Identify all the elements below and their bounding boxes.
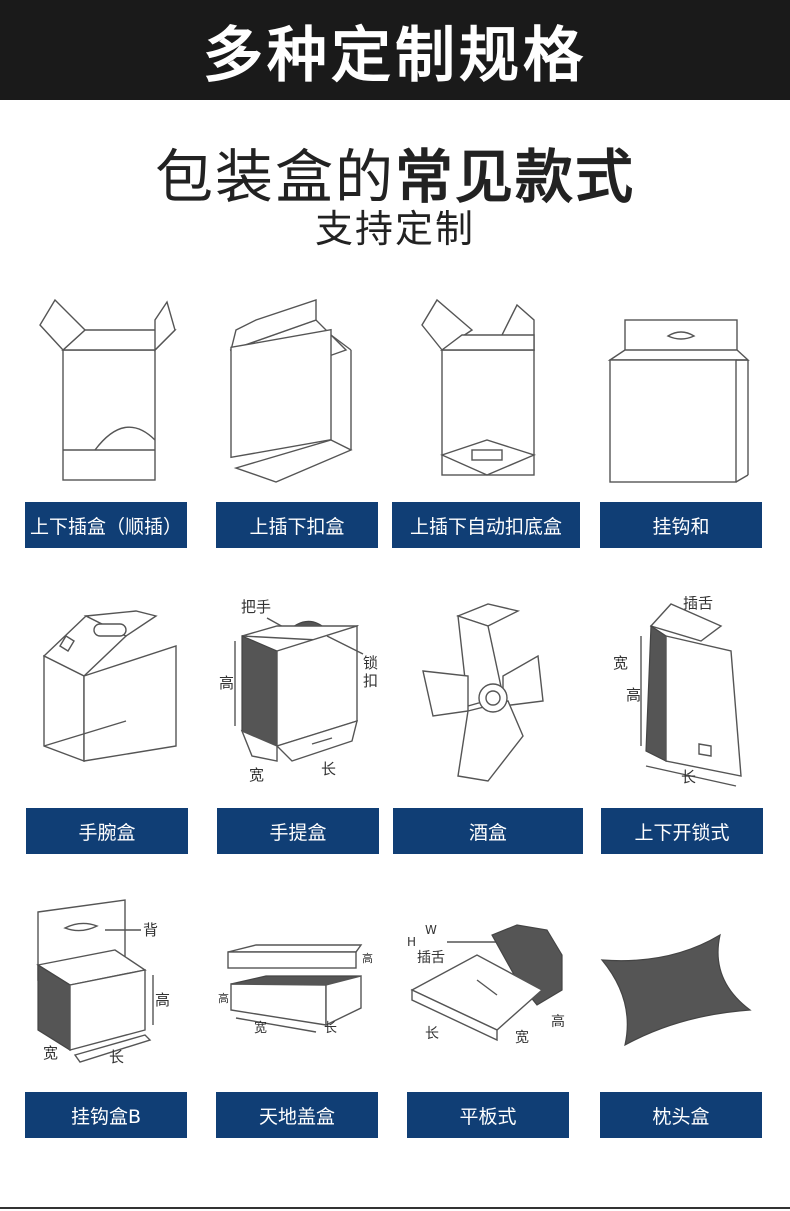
tongue-annotation: 插舌 xyxy=(417,950,445,966)
box-label: 上插下扣盒 xyxy=(216,502,378,548)
length-annotation: 长 xyxy=(324,1021,337,1036)
hanger-box-icon xyxy=(600,290,762,490)
height-annotation: 高 xyxy=(626,686,641,704)
box-label: 上下插盒（顺插） xyxy=(25,502,187,548)
box-label: 平板式 xyxy=(407,1092,569,1138)
length-annotation: 长 xyxy=(109,1048,124,1066)
w-annotation: W xyxy=(425,923,437,937)
lock-annotation: 锁 xyxy=(363,654,378,672)
box-label: 天地盖盒 xyxy=(216,1092,378,1138)
height-annotation: 高 xyxy=(155,991,170,1009)
tuck-end-box-icon xyxy=(25,290,187,490)
heading-bold: 常见款式 xyxy=(395,143,636,211)
flat-box-icon: W H 插舌 长 宽 高 xyxy=(407,890,569,1090)
height-annotation: 高 xyxy=(219,674,234,692)
pillow-box-icon xyxy=(600,890,762,1090)
width-annotation: 宽 xyxy=(254,1020,267,1036)
length-annotation: 长 xyxy=(681,768,696,786)
tongue-annotation: 插舌 xyxy=(683,596,713,612)
header-banner: 多种定制规格 xyxy=(0,0,790,100)
buckle-annotation: 扣 xyxy=(363,672,378,690)
box-label: 手腕盒 xyxy=(26,808,188,854)
box-label: 上下开锁式 xyxy=(601,808,763,854)
carry-box-icon: 把手 锁 扣 高 宽 长 xyxy=(217,596,379,796)
wine-box-icon xyxy=(393,596,555,796)
banner-title: 多种定制规格 xyxy=(203,20,587,91)
height-annotation: 高 xyxy=(551,1013,565,1030)
handle-gable-box-icon xyxy=(26,596,188,796)
box-label: 上插下自动扣底盒 xyxy=(392,502,580,548)
box-label: 枕头盒 xyxy=(600,1092,762,1138)
lid-base-box-icon: 高 高 宽 长 xyxy=(216,890,378,1090)
handle-annotation: 把手 xyxy=(241,598,271,616)
width-annotation: 宽 xyxy=(613,654,628,672)
length-annotation: 长 xyxy=(425,1026,439,1042)
width-annotation: 宽 xyxy=(249,766,264,784)
page-subheading: 支持定制 xyxy=(314,207,475,251)
heading-regular: 包装盒的 xyxy=(154,143,395,211)
back-annotation: 背 xyxy=(143,921,158,939)
length-annotation: 长 xyxy=(321,760,336,778)
lid-height-annotation: 高 xyxy=(362,951,373,965)
base-height-annotation: 高 xyxy=(218,991,229,1005)
width-annotation: 宽 xyxy=(43,1044,58,1062)
box-label: 挂钩盒B xyxy=(25,1092,187,1138)
page-heading: 包装盒的常见款式 xyxy=(0,130,790,214)
snap-lock-bottom-box-icon xyxy=(216,290,378,490)
box-label: 挂钩和 xyxy=(600,502,762,548)
hanger-box-b-icon: 背 高 宽 长 xyxy=(25,890,187,1090)
box-label: 手提盒 xyxy=(217,808,379,854)
h-annotation: H xyxy=(407,935,416,949)
bottom-divider xyxy=(0,1207,790,1209)
width-annotation: 宽 xyxy=(515,1029,529,1046)
box-label: 酒盒 xyxy=(393,808,583,854)
auto-lock-bottom-box-icon xyxy=(392,290,554,490)
lock-box-icon: 插舌 宽 高 长 xyxy=(601,596,763,796)
